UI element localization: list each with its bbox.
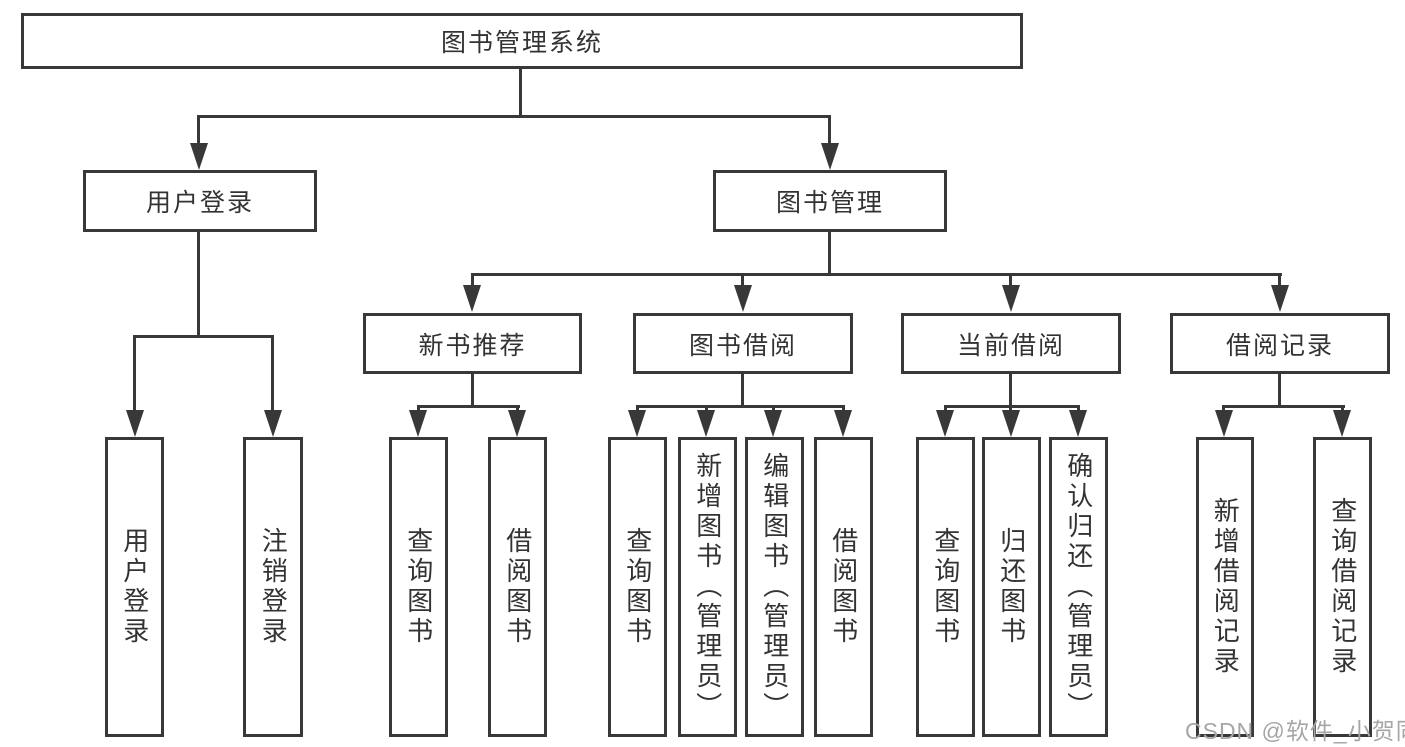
arrowhead-user-leaf1-icon — [126, 410, 144, 437]
node-book-borrow: 图书借阅 — [633, 313, 853, 374]
connector-records-leaf2-drop — [1341, 405, 1344, 413]
arrowhead-user-leaf2-icon — [264, 410, 282, 437]
node-leaf-borrow-edit: 编辑图书（管理员） — [745, 437, 804, 737]
node-leaf-logout: 注销登录 — [243, 437, 303, 737]
node-leaf-records-query: 查询借阅记录 — [1313, 437, 1372, 737]
connector-rec-leaf2-drop — [516, 405, 519, 413]
connector-records-rail — [1222, 405, 1345, 408]
node-book-mgmt: 图书管理 — [713, 170, 947, 232]
connector-borrow-leaf2-drop — [705, 405, 708, 413]
connector-user-login-drop — [197, 115, 200, 145]
connector-level3-rail — [471, 273, 1282, 276]
node-leaf-borrow-query: 查询图书 — [608, 437, 667, 737]
arrowhead-borrow-leaf3-icon — [764, 410, 782, 437]
connector-user-rail — [133, 335, 274, 338]
connector-borrow-leaf3-drop — [772, 405, 775, 413]
node-leaf-borrow-add: 新增图书（管理员） — [678, 437, 737, 737]
node-leaf-rec-query: 查询图书 — [389, 437, 448, 737]
arrowhead-current-icon — [1002, 285, 1020, 312]
connector-borrow-rail — [636, 405, 845, 408]
connector-current-leaf3-drop — [1077, 405, 1080, 413]
arrowhead-book-mgmt-icon — [821, 143, 839, 170]
node-current-borrow: 当前借阅 — [901, 313, 1121, 374]
connector-current-drop — [1009, 273, 1012, 287]
arrowhead-rec-icon — [463, 285, 481, 312]
node-leaf-cur-return: 归还图书 — [982, 437, 1041, 737]
csdn-watermark: CSDN @软件_小贺同学 — [1185, 718, 1405, 744]
connector-rec-leaf1-drop — [417, 405, 420, 413]
connector-user-stem — [197, 232, 200, 337]
connector-records-drop — [1278, 273, 1281, 287]
connector-level2-rail — [197, 115, 831, 118]
node-root: 图书管理系统 — [21, 13, 1023, 69]
connector-current-leaf1-drop — [944, 405, 947, 413]
connector-borrow-leaf4-drop — [842, 405, 845, 413]
arrowhead-borrow-leaf4-icon — [834, 410, 852, 437]
arrowhead-rec-leaf2-icon — [508, 410, 526, 437]
node-leaf-records-add: 新增借阅记录 — [1196, 437, 1254, 737]
node-user-login: 用户登录 — [83, 170, 317, 232]
node-leaf-rec-borrow: 借阅图书 — [488, 437, 547, 737]
arrowhead-current-leaf1-icon — [936, 410, 954, 437]
connector-current-rail — [944, 405, 1080, 408]
node-leaf-cur-confirm: 确认归还（管理员） — [1049, 437, 1108, 737]
node-new-book-rec: 新书推荐 — [363, 313, 582, 374]
connector-records-leaf1-drop — [1222, 405, 1225, 413]
arrowhead-current-leaf2-icon — [1002, 410, 1020, 437]
arrowhead-user-login-icon — [190, 143, 208, 170]
arrowhead-records-leaf1-icon — [1215, 410, 1233, 437]
connector-borrow-stem — [741, 374, 744, 407]
arrowhead-records-icon — [1271, 285, 1289, 312]
node-borrow-records: 借阅记录 — [1170, 313, 1390, 374]
connector-book-mgmt-drop — [828, 115, 831, 145]
arrowhead-rec-leaf1-icon — [409, 410, 427, 437]
connector-user-leaf1-drop — [133, 335, 136, 411]
arrowhead-records-leaf2-icon — [1333, 410, 1351, 437]
connector-root-stem — [519, 68, 522, 117]
arrowhead-borrow-icon — [734, 285, 752, 312]
connector-rec-rail — [417, 405, 520, 408]
arrowhead-borrow-leaf1-icon — [628, 410, 646, 437]
connector-mgmt-stem — [828, 232, 831, 275]
connector-rec-drop — [471, 273, 474, 287]
connector-records-stem — [1278, 374, 1281, 407]
connector-borrow-drop — [741, 273, 744, 287]
connector-user-leaf2-drop — [271, 335, 274, 411]
connector-rec-stem — [471, 374, 474, 407]
connector-current-leaf2-drop — [1009, 405, 1012, 413]
arrowhead-borrow-leaf2-icon — [697, 410, 715, 437]
arrowhead-current-leaf3-icon — [1069, 410, 1087, 437]
node-leaf-user-login: 用户登录 — [105, 437, 164, 737]
connector-current-stem — [1009, 374, 1012, 407]
node-leaf-borrow-borrow: 借阅图书 — [814, 437, 873, 737]
connector-borrow-leaf1-drop — [636, 405, 639, 413]
node-leaf-cur-query: 查询图书 — [916, 437, 975, 737]
